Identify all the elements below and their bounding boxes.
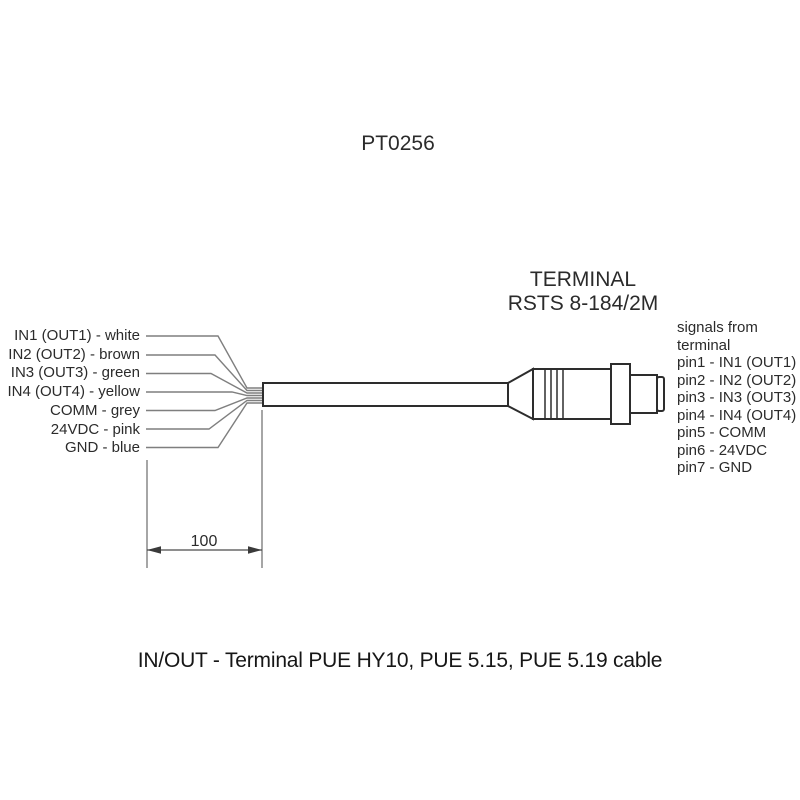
pinout-heading-line1: signals from bbox=[677, 319, 758, 336]
wire-label-in1: IN1 (OUT1) - white bbox=[14, 327, 140, 344]
dimension-arrow-left bbox=[147, 546, 161, 554]
pinout-pin3: pin3 - IN3 (OUT3) bbox=[677, 389, 797, 406]
wire-label-in3: IN3 (OUT3) - green bbox=[10, 364, 140, 382]
pinout-pin5: pin5 - COMM bbox=[677, 424, 767, 441]
connector-ridges bbox=[544, 369, 564, 419]
pinout-pin6: pin6 - 24VDC bbox=[677, 441, 768, 459]
connector-body bbox=[532, 368, 612, 420]
wire-line-yellow bbox=[146, 391, 264, 397]
wire-line-brown bbox=[146, 354, 264, 392]
wire-label-list: IN1 (OUT1) - white IN2 (OUT2) - brown IN… bbox=[0, 327, 140, 458]
pinout-list: signals from terminal pin1 - IN1 (OUT1) … bbox=[677, 319, 800, 477]
cable-sheath bbox=[262, 382, 509, 407]
wire-lines bbox=[146, 335, 264, 449]
pinout-heading-line2: terminal bbox=[677, 336, 731, 354]
wire-label-in4: IN4 (OUT4) - yellow bbox=[7, 383, 140, 401]
connector-tip bbox=[629, 374, 658, 414]
wire-line-pink bbox=[146, 399, 264, 430]
wire-line-green bbox=[146, 372, 264, 394]
figure-caption: IN/OUT - Terminal PUE HY10, PUE 5.15, PU… bbox=[137, 649, 663, 672]
dimension-line bbox=[147, 546, 262, 554]
connector-heading-line1: TERMINAL bbox=[529, 268, 637, 291]
wire-line-white bbox=[146, 335, 264, 389]
connector-heading: TERMINAL RSTS 8-184/2M bbox=[458, 268, 708, 315]
connector-flange bbox=[610, 363, 631, 425]
dimension-value: 100 bbox=[190, 533, 218, 550]
pinout-pin4: pin4 - IN4 (OUT4) bbox=[677, 406, 797, 424]
wire-line-blue bbox=[146, 402, 264, 449]
connector-endcap bbox=[656, 376, 665, 412]
connector-heading-line2: RSTS 8-184/2M bbox=[507, 291, 659, 315]
pinout-pin7: pin7 - GND bbox=[677, 459, 753, 476]
wire-label-in2: IN2 (OUT2) - brown bbox=[8, 345, 140, 363]
pinout-pin1: pin1 - IN1 (OUT1) bbox=[677, 354, 797, 371]
wire-label-gnd: GND - blue bbox=[64, 439, 140, 457]
wire-label-24vdc: 24VDC - pink bbox=[50, 420, 140, 438]
dimension-arrow-right bbox=[248, 546, 262, 554]
connector-flare bbox=[507, 367, 534, 421]
pinout-pin2: pin2 - IN2 (OUT2) bbox=[677, 371, 797, 389]
wire-label-comm: COMM - grey bbox=[50, 401, 140, 419]
drawing-number: PT0256 bbox=[361, 132, 435, 155]
wire-line-grey bbox=[146, 397, 264, 412]
